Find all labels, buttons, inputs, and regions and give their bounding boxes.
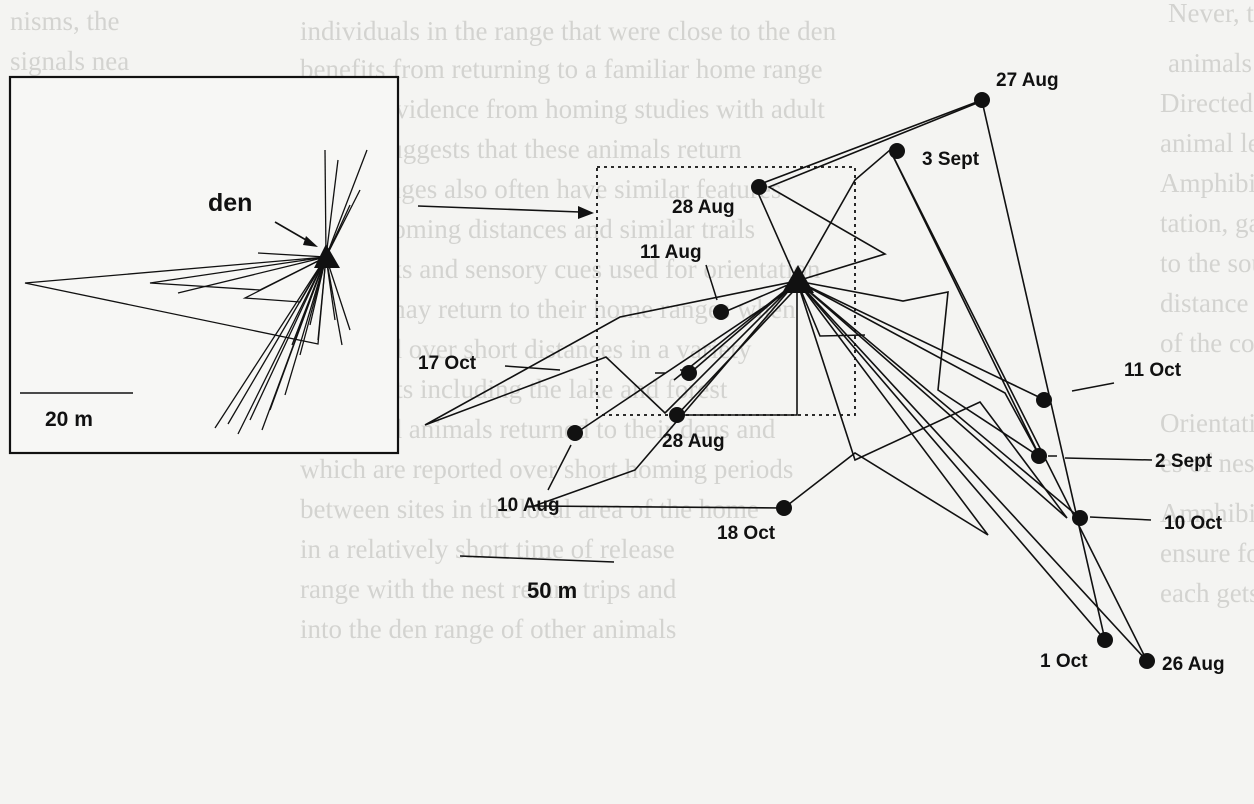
main-scale-bar	[459, 555, 615, 563]
svg-text:signals nea: signals nea	[10, 46, 129, 76]
svg-text:of the coast: of the coast	[1160, 328, 1254, 358]
svg-text:Amphibian: Amphibian	[1160, 168, 1254, 198]
label-26-aug: 26 Aug	[1162, 654, 1225, 675]
svg-text:ensure for: ensure for	[1160, 538, 1254, 568]
point-11-aug-left	[713, 304, 729, 320]
inset-den-marker	[314, 244, 340, 268]
movement-tracks	[424, 99, 1148, 662]
point-11-oct	[1036, 392, 1052, 408]
zoom-region-box	[596, 166, 856, 416]
label-11-aug-left: 11 Aug	[640, 242, 702, 263]
svg-text:animals have: animals have	[1168, 48, 1254, 78]
point-18-oct	[776, 500, 792, 516]
label-10-aug: 10 Aug	[497, 495, 560, 516]
svg-text:range with the nest return tri: range with the nest return trips and	[300, 574, 677, 604]
point-1-oct	[1097, 632, 1113, 648]
inset-scale-label: 20 m	[45, 408, 93, 431]
label-18-oct: 18 Oct	[717, 523, 776, 544]
main-den-marker	[782, 265, 814, 293]
svg-text:into the den range of other an: into the den range of other animals	[300, 614, 676, 644]
svg-text:individuals in the range that: individuals in the range that were close…	[300, 16, 837, 46]
svg-text:distance of: distance of	[1160, 288, 1254, 318]
label-17-oct: 17 Oct	[418, 353, 477, 374]
label-2-sept: 2 Sept	[1155, 451, 1213, 472]
point-28-aug-bottom	[669, 407, 685, 423]
svg-text:in a relatively short time of: in a relatively short time of release	[300, 534, 675, 564]
svg-text:nisms, the: nisms, the	[10, 6, 120, 36]
point-3-sept	[889, 143, 905, 159]
point-28-aug-top	[751, 179, 767, 195]
svg-text:tation, ga: tation, ga	[1160, 208, 1254, 238]
point-10-oct	[1072, 510, 1088, 526]
label-28-aug-top: 28 Aug	[672, 197, 735, 218]
inset-den-label: den	[208, 189, 252, 217]
svg-text:animal le: animal le	[1160, 128, 1254, 158]
svg-text:to the sound: to the sound	[1160, 248, 1254, 278]
point-27-aug	[974, 92, 990, 108]
inset-panel: den 20 m	[8, 75, 400, 455]
label-27-aug: 27 Aug	[996, 70, 1059, 91]
label-1-oct: 1 Oct	[1040, 651, 1088, 672]
svg-text:Directed: Directed	[1160, 88, 1253, 118]
main-scale-label: 50 m	[527, 578, 577, 603]
label-leader-lines	[504, 264, 1153, 521]
inset-frame	[8, 75, 400, 455]
main-map: 27 Aug 3 Sept 28 Aug 11 Aug 17 Oct 28 Au…	[418, 70, 1225, 675]
inset-den-pointer-arrowhead	[303, 236, 318, 247]
location-points	[567, 92, 1155, 669]
svg-text:Never, the: Never, the	[1168, 0, 1254, 28]
svg-text:Orientation: Orientation	[1160, 408, 1254, 438]
svg-text:es of nest: es of nest	[1160, 448, 1254, 478]
svg-text:which are reported over short: which are reported over short homing per…	[300, 454, 793, 484]
zoom-arrow	[417, 205, 594, 219]
label-10-oct: 10 Oct	[1164, 513, 1223, 534]
svg-text:between sites in the local are: between sites in the local area of the h…	[300, 494, 759, 524]
point-10-aug	[567, 425, 583, 441]
label-28-aug-bottom: 28 Aug	[662, 431, 725, 452]
point-17-oct	[681, 365, 697, 381]
location-labels: 27 Aug 3 Sept 28 Aug 11 Aug 17 Oct 28 Au…	[418, 70, 1225, 675]
point-26-aug	[1139, 653, 1155, 669]
label-3-sept: 3 Sept	[922, 149, 980, 170]
label-11-oct: 11 Oct	[1124, 360, 1182, 381]
svg-text:Amphibian: Amphibian	[1160, 498, 1254, 528]
svg-text:each gets: each gets	[1160, 578, 1254, 608]
point-2-sept	[1031, 448, 1047, 464]
